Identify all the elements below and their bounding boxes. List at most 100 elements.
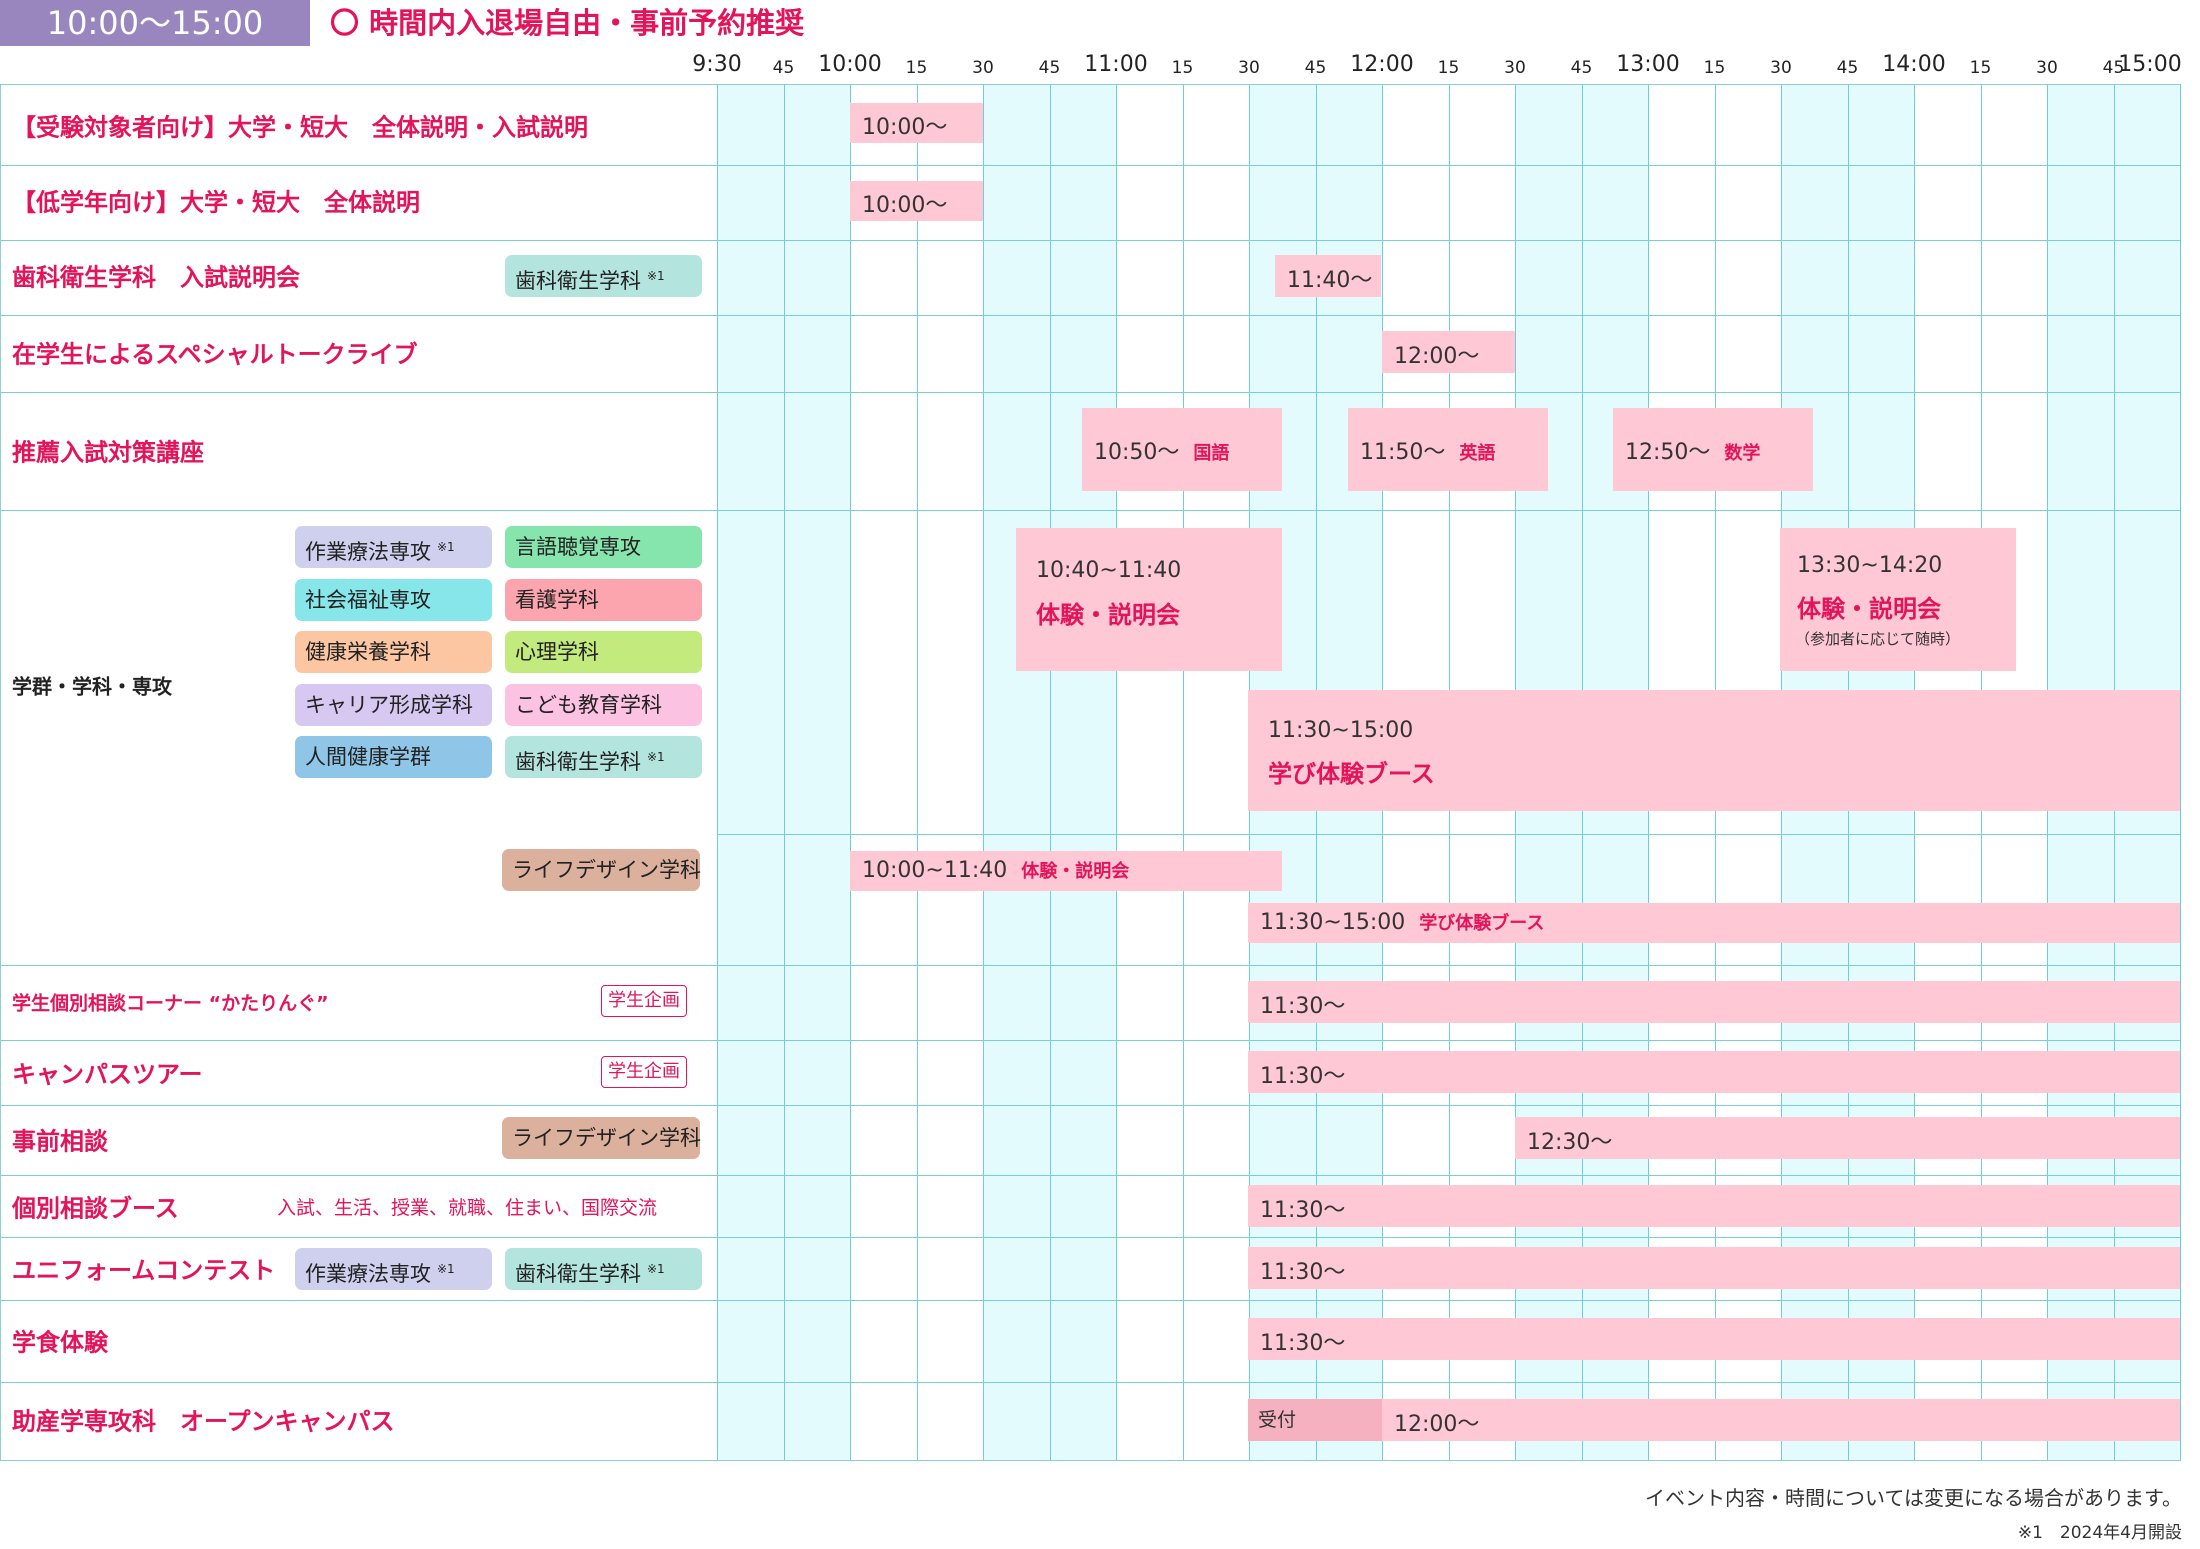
event-r5-english: 11:50～英語: [1348, 408, 1548, 491]
dept-tag-occupational-therapy: 作業療法専攻※1: [295, 1248, 492, 1290]
tick-label: 15: [1171, 58, 1194, 78]
department-tag: 社会福祉専攻: [295, 578, 492, 621]
department-tag: 健康栄養学科: [295, 631, 492, 673]
row-label-pre-consultation: 事前相談: [12, 1127, 108, 1156]
row-label-departments: 学群・学科・専攻: [12, 674, 172, 699]
row-label-student-consultation: 学生個別相談コーナー “かたりんぐ”: [12, 992, 329, 1015]
tick-label: 30: [2036, 58, 2058, 78]
event-r3: 11:40～: [1275, 255, 1381, 297]
department-tag: 人間健康学群: [295, 736, 492, 778]
grid-horizontal-line: [0, 315, 2180, 316]
event-r8: 11:30～: [1248, 1051, 2180, 1093]
grid-horizontal-line: [0, 510, 2180, 511]
tick-label: 45: [772, 58, 795, 78]
row-label-entrance-exam-overview: 【受験対象者向け】大学・短大 全体説明・入試説明: [12, 113, 588, 142]
row-label-campus-tour: キャンパスツアー: [12, 1060, 203, 1089]
dept-tag-life-design: ライフデザイン学科: [502, 849, 701, 891]
grid-horizontal-line: [0, 1040, 2180, 1041]
event-r10: 11:30～: [1248, 1185, 2180, 1227]
student-project-tag: 学生企画: [601, 1056, 687, 1088]
department-tag: 作業療法専攻※1: [295, 526, 492, 568]
event-r7: 11:30～: [1248, 981, 2180, 1023]
event-r4: 12:00～: [1382, 331, 1515, 373]
tick-label: 12:00: [1350, 52, 1414, 77]
tick-label: 15: [1437, 58, 1460, 78]
event-r13: 12:00～: [1382, 1399, 2180, 1441]
tick-label: 45: [1836, 58, 1859, 78]
row-label-lower-grade-overview: 【低学年向け】大学・短大 全体説明: [12, 188, 420, 217]
tick-label: 11:00: [1084, 52, 1148, 77]
tick-label: 30: [1770, 58, 1792, 78]
department-tag: 言語聴覚専攻: [505, 526, 702, 568]
grid-horizontal-line: [717, 834, 2180, 835]
department-tag: 看護学科: [505, 578, 702, 621]
department-tag: 歯科衛生学科※1: [505, 736, 702, 778]
grid-vertical-line: [850, 84, 851, 1461]
event-r13-reception: 受付: [1248, 1399, 1382, 1441]
tick-label: 45: [1570, 58, 1593, 78]
row-label-cafeteria: 学食体験: [12, 1328, 108, 1357]
grid-horizontal-line: [0, 965, 2180, 966]
grid-vertical-line: [983, 84, 984, 1461]
tick-label: 45: [1304, 58, 1327, 78]
tick-label: 15: [905, 58, 928, 78]
row-label-midwifery-open-campus: 助産学専攻科 オープンキャンパス: [12, 1407, 395, 1436]
event-r6-experience-morning: 10:40~11:40 体験・説明会: [1016, 528, 1282, 671]
event-time: 12:00～: [1394, 344, 1480, 369]
event-r5-japanese: 10:50～国語: [1082, 408, 1282, 491]
event-time: 11:40～: [1287, 268, 1373, 293]
dept-tag-life-design: ライフデザイン学科: [502, 1117, 701, 1159]
row-label-consultation-booth: 個別相談ブース: [12, 1194, 179, 1223]
department-tag: 心理学科: [505, 631, 702, 673]
event-r2: 10:00～: [850, 181, 983, 221]
grid-vertical-line: [916, 84, 918, 1461]
event-r9: 12:30～: [1515, 1117, 2180, 1159]
tick-label: 30: [972, 58, 994, 78]
grid-vertical-line: [2180, 84, 2181, 1461]
grid-vertical-line: [1116, 84, 1117, 1461]
grid-horizontal-line: [0, 1237, 2180, 1238]
row-label-student-talk-live: 在学生によるスペシャルトークライブ: [12, 340, 418, 369]
grid-horizontal-line: [0, 240, 2180, 241]
event-time: 10:50～国語: [1094, 440, 1230, 465]
grid-horizontal-line: [0, 1300, 2180, 1301]
department-tag: キャリア形成学科: [295, 683, 492, 726]
event-time: 10:00～: [862, 193, 948, 218]
time-range-badge: 10:00〜15:00: [0, 0, 310, 46]
event-r1: 10:00～: [850, 103, 983, 143]
department-tag: こども教育学科: [505, 683, 702, 726]
grid-vertical-line: [1049, 84, 1051, 1461]
event-time: 11:50～英語: [1360, 440, 1496, 465]
tick-label: 10:00: [818, 52, 882, 77]
grid-horizontal-line: [0, 1382, 2180, 1383]
tick-label: 15: [1969, 58, 1992, 78]
tick-label: 15:00: [2118, 52, 2182, 77]
tick-label: 30: [1238, 58, 1260, 78]
footer-note: イベント内容・時間については変更になる場合があります。: [1645, 1486, 2182, 1510]
event-r5-math: 12:50～数学: [1613, 408, 1813, 491]
row-label-recommendation-exam-prep: 推薦入試対策講座: [12, 438, 204, 467]
footnote: ※1 2024年4月開設: [2017, 1523, 2182, 1543]
grid-horizontal-line: [0, 1175, 2180, 1176]
grid-horizontal-line: [0, 1105, 2180, 1106]
event-r6-learning-booth: 11:30~15:00 学び体験ブース: [1248, 690, 2180, 811]
dept-tag-dental-hygiene: 歯科衛生学科※1: [505, 255, 702, 297]
event-time: 12:50～数学: [1625, 440, 1761, 465]
grid-vertical-line: [1182, 84, 1184, 1461]
event-r6-experience-afternoon: 13:30~14:20 体験・説明会 （参加者に応じて随時）: [1780, 528, 2016, 671]
dept-tag-dental-hygiene: 歯科衛生学科※1: [505, 1248, 702, 1290]
grid-horizontal-line: [0, 392, 2180, 393]
tick-label: 13:00: [1616, 52, 1680, 77]
tick-label: 15: [1703, 58, 1726, 78]
grid-horizontal-line: [0, 165, 2180, 166]
event-time: 10:00～: [862, 115, 948, 140]
student-project-tag: 学生企画: [601, 985, 687, 1017]
row-label-dental-hygiene-exam: 歯科衛生学科 入試説明会: [12, 263, 300, 292]
tick-label: 45: [1038, 58, 1061, 78]
tick-label: 9:30: [692, 52, 742, 77]
tick-label: 30: [1504, 58, 1526, 78]
grid-vertical-line: [717, 84, 718, 1461]
tick-label: 45: [2102, 58, 2125, 78]
